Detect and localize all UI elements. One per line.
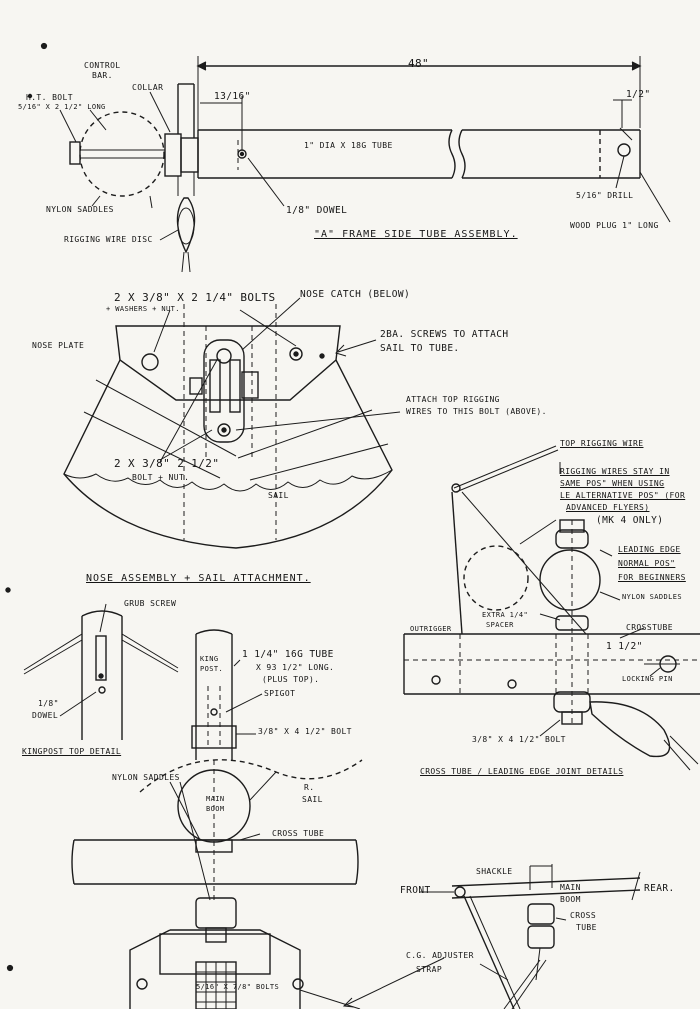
nose-catch-label: Nose Catch (Below) xyxy=(300,289,411,300)
collar-label: Collar xyxy=(132,83,164,92)
attach-top-label: Attach Top Rigging xyxy=(406,395,500,404)
mk4-label: (MK 4 Only) xyxy=(596,515,664,526)
kingpost-dowel-label-2: Dowel xyxy=(32,711,59,720)
dim-13-16: 13/16" xyxy=(214,91,251,102)
kingpost-title: Kingpost Top Detail xyxy=(22,747,122,756)
spigot-label: Spigot xyxy=(264,689,296,698)
drill-label: 5/16" Drill xyxy=(576,191,634,200)
le-normal-label-2: Normal Pos" xyxy=(618,559,676,568)
cg-main-boom-label: Main xyxy=(560,883,581,892)
dim-1half-label: 1 1/2" xyxy=(606,641,643,652)
cg-adjuster xyxy=(342,864,641,1009)
main-boom-label: Main xyxy=(206,795,225,803)
washers-label: + Washers + Nut. xyxy=(106,305,180,313)
crossjoint-bolt-label: 3/8" x 4 1/2" Bolt xyxy=(472,735,566,744)
for-beginners-label: For Beginners xyxy=(618,573,686,582)
tube-spec-label-center: 1 1/4" 16G Tube xyxy=(242,649,334,660)
dowel-label: 1/8" Dowel xyxy=(286,205,348,216)
le-normal-label: Leading Edge xyxy=(618,545,681,554)
dim-48: 48" xyxy=(408,57,430,70)
control-bar-label-2: Bar. xyxy=(92,71,113,80)
front-label: Front xyxy=(400,885,431,896)
nose-plate-label: Nose Plate xyxy=(32,341,85,350)
bolts-low-label-2: Bolt + Nut. xyxy=(132,473,190,482)
ba-screws-label: 2BA. Screws to Attach xyxy=(380,329,509,340)
top-rigging-label: Top Rigging Wire xyxy=(560,439,644,448)
dim-half: 1/2" xyxy=(626,89,651,100)
ht-bolt-label: H.T. Bolt xyxy=(26,93,73,102)
control-bar-label: Control xyxy=(84,61,121,70)
r-sail-label: R. xyxy=(304,783,315,792)
nylon-saddles-label: Nylon Saddles xyxy=(46,205,114,214)
center-assembly xyxy=(71,629,363,1009)
king-post-label-2: Post. xyxy=(200,665,224,673)
nose-assembly xyxy=(63,297,401,549)
sail-label: Sail xyxy=(268,491,289,500)
cg-main-boom-label-2: Boom xyxy=(560,895,581,904)
rigging-disc-label: Rigging Wire Disc xyxy=(64,235,153,244)
adv-flyers-label: Advanced Flyers) xyxy=(566,503,650,512)
ht-bolt-size-label: 5/16" x 2 1/2" Long xyxy=(18,103,106,111)
main-boom-label-2: Boom xyxy=(206,805,225,813)
crosstube-joint xyxy=(403,445,700,771)
alt-pos-label: LE Alternative Pos" (For xyxy=(560,491,686,500)
kingpost-dowel-label: 1/8" xyxy=(38,699,59,708)
kingpost-top xyxy=(23,603,179,740)
bolts-low-label: 2 x 3/8" 2 1/2" xyxy=(114,457,220,470)
bolts-top-label: 2 x 3/8" x 2 1/4" Bolts xyxy=(114,291,276,304)
outrigger-label: Outrigger xyxy=(410,625,452,633)
center-nylon-saddles-label: Nylon Saddles xyxy=(112,773,180,782)
center-cross-tube-label: Cross Tube xyxy=(272,829,325,838)
crossjoint-nylon-saddles-label: Nylon Saddles xyxy=(622,593,682,601)
attach-top-label-2: Wires to this Bolt (Above). xyxy=(406,407,547,416)
side-tube-title: "A" Frame Side Tube Assembly. xyxy=(314,229,518,240)
extra-spacer-label: Extra 1/4" xyxy=(482,611,529,619)
cg-cross-tube-label-2: Tube xyxy=(576,923,597,932)
wood-plug-label: Wood Plug 1" Long xyxy=(570,221,659,230)
king-post-label: King xyxy=(200,655,219,663)
r-sail-label-2: Sail xyxy=(302,795,323,804)
cg-cross-tube-label: Cross xyxy=(570,911,597,920)
grub-screw-label: Grub Screw xyxy=(124,599,177,608)
side-tube-assembly xyxy=(59,56,671,273)
rear-label: Rear. xyxy=(644,883,675,894)
extra-spacer-label-2: Spacer xyxy=(486,621,514,629)
plus-top-label: (Plus Top). xyxy=(262,675,320,684)
center-bolt-label: 3/8" x 4 1/2" Bolt xyxy=(258,727,352,736)
locking-pin-label: Locking Pin xyxy=(622,675,673,683)
tube-len-label: x 93 1/2" Long. xyxy=(256,663,335,672)
shackle-label: Shackle xyxy=(476,867,513,876)
rigging-stay-label: Rigging Wires Stay in xyxy=(560,467,670,476)
nose-title: Nose Assembly + Sail Attachment. xyxy=(86,573,311,584)
center-bolts-label: 5/16" x 7/8" Bolts xyxy=(196,983,280,991)
rigging-stay-label-2: Same Pos" When Using xyxy=(560,479,665,488)
cg-adjuster-label: C.G. Adjuster xyxy=(406,951,474,960)
ba-screws-label-2: Sail to Tube. xyxy=(380,343,460,354)
crossjoint-title: Cross Tube / Leading Edge Joint Details xyxy=(420,767,624,776)
strap-label: Strap xyxy=(416,965,443,974)
crosstube-label: Crosstube xyxy=(626,623,673,632)
tube-spec-label: 1" dia x 18g Tube xyxy=(304,141,393,150)
